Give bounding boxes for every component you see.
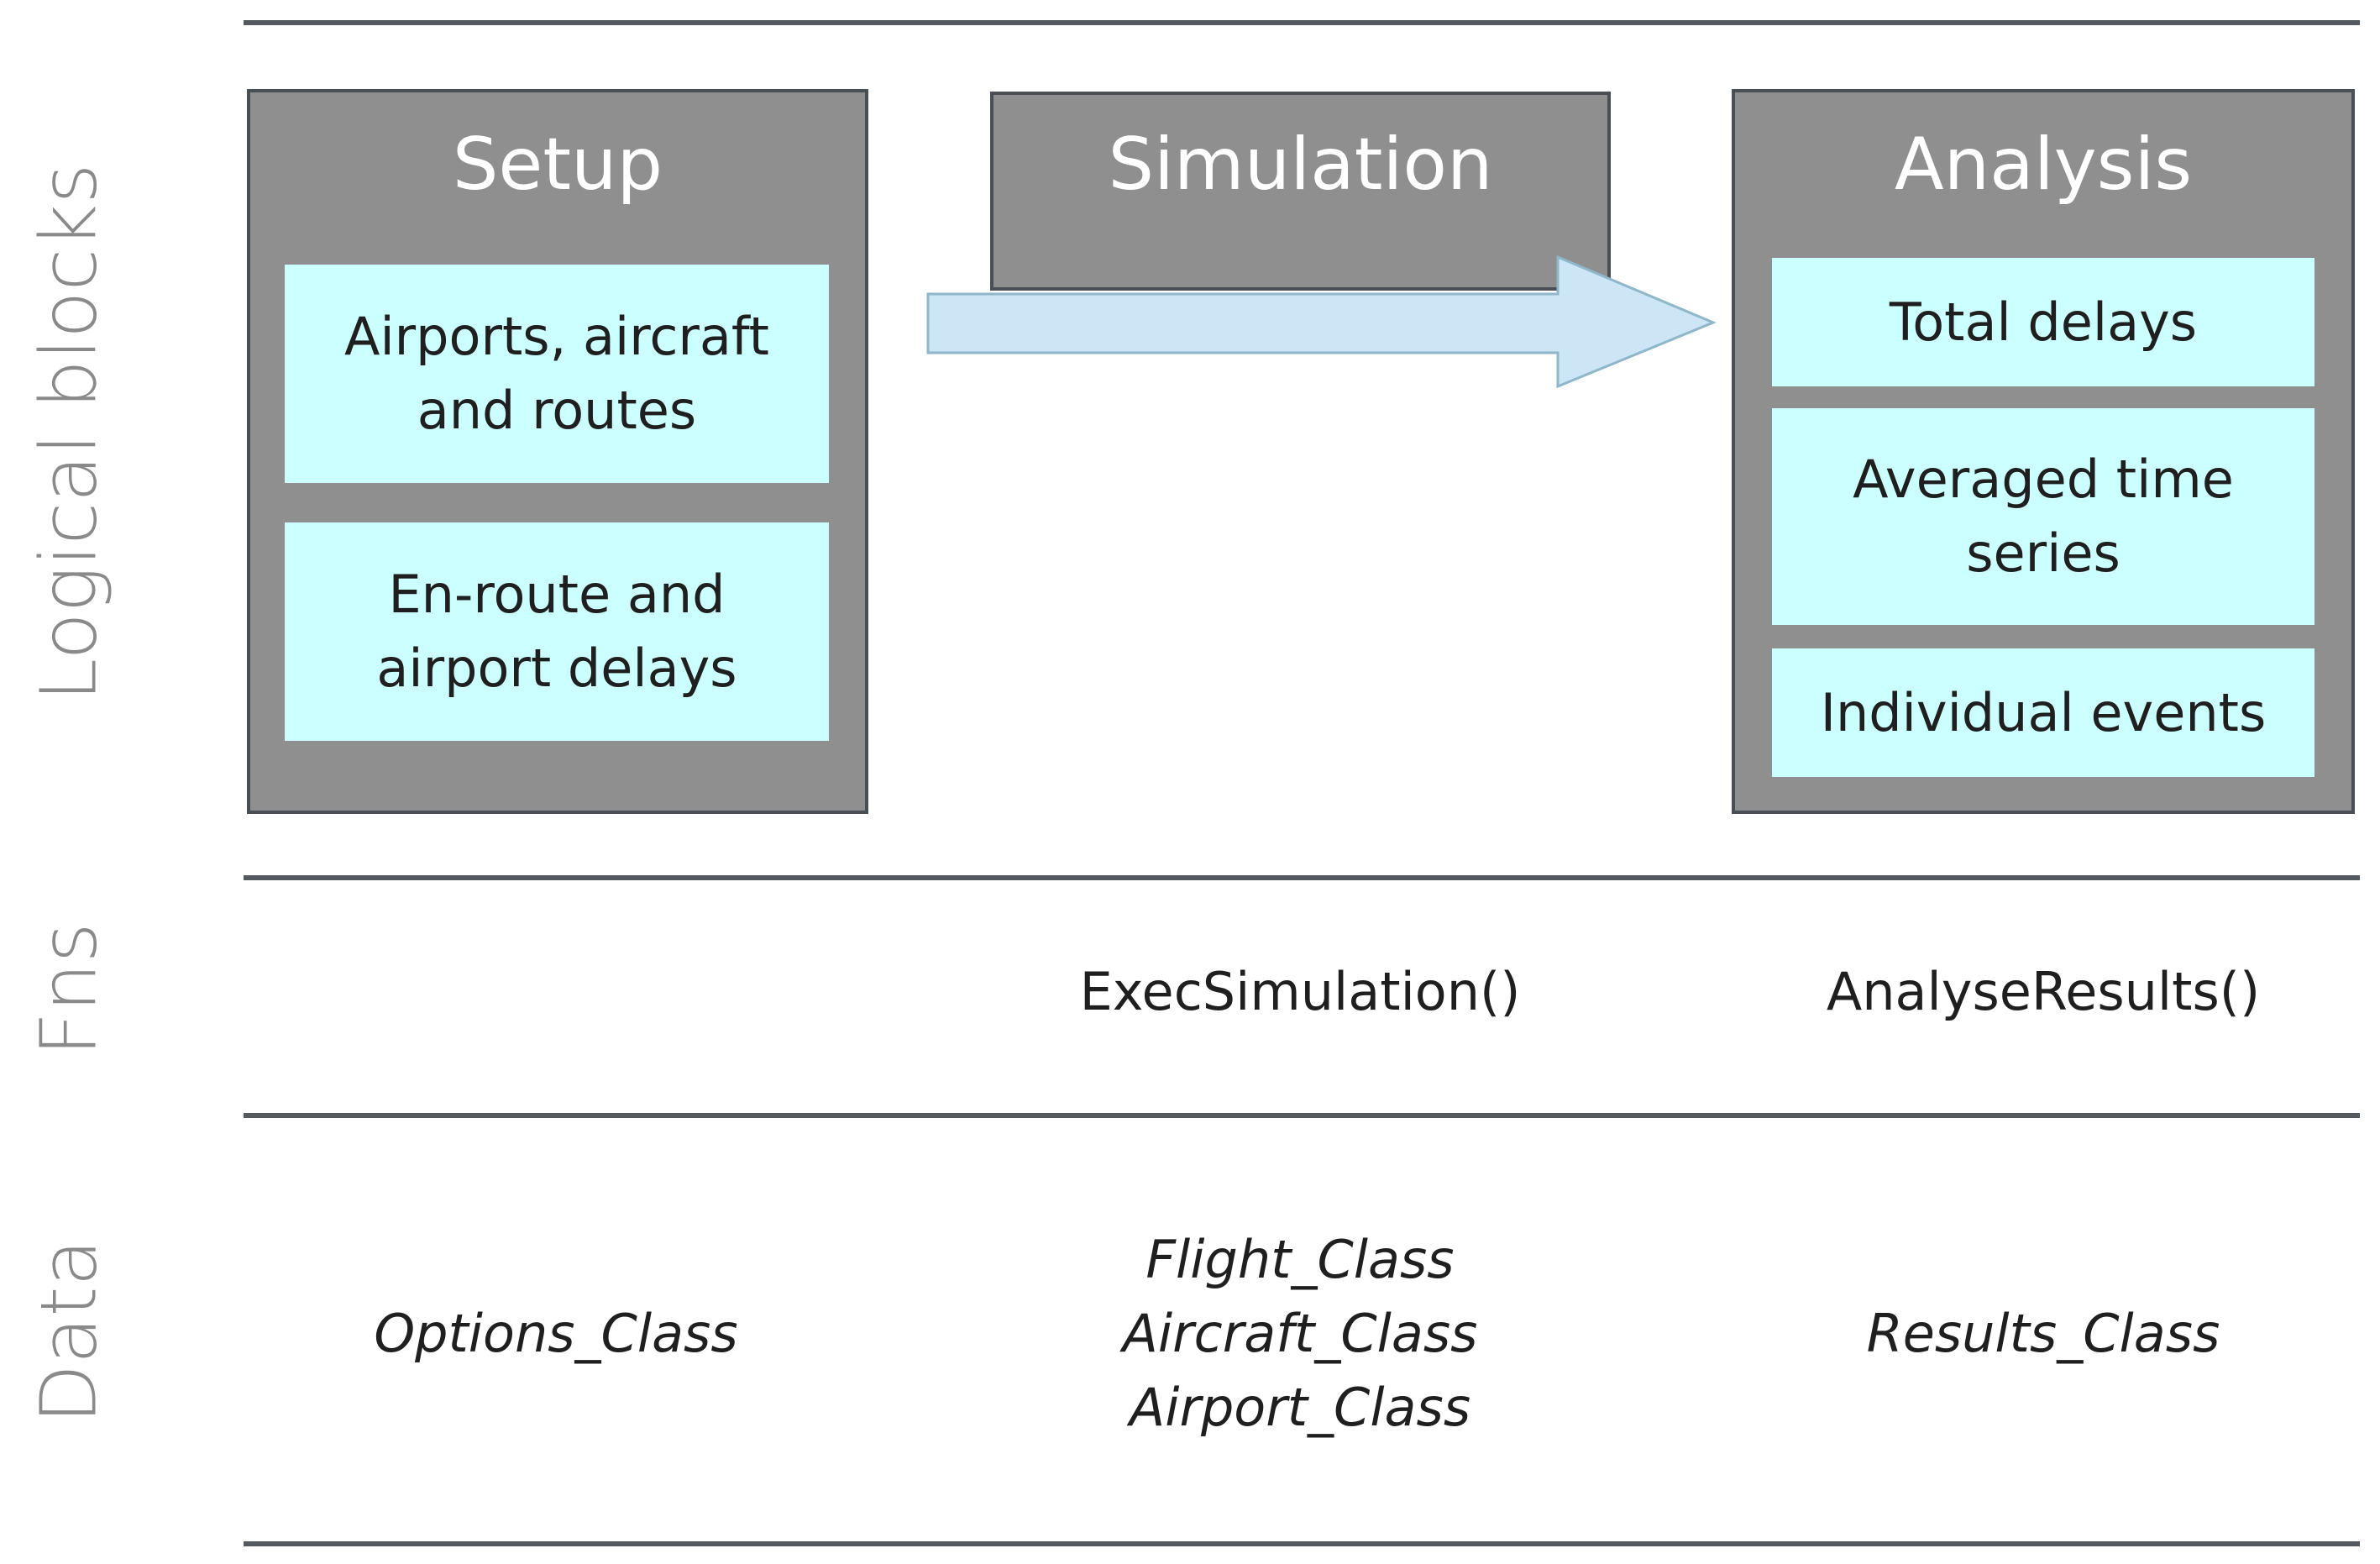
- data-analysis: Results_Class: [1867, 1297, 2220, 1371]
- setup-item-delays-label: En-route and airport delays: [376, 564, 737, 699]
- setup-item-airports-label: Airports, aircraft and routes: [344, 306, 769, 441]
- row-label-data: Data: [24, 1239, 114, 1424]
- fn-analyse-results: AnalyseResults(): [1826, 961, 2261, 1022]
- data-results-class: Results_Class: [1866, 1303, 2220, 1364]
- data-setup: Options_Class: [374, 1297, 737, 1371]
- analysis-item-individual-events: Individual events: [1772, 648, 2314, 777]
- data-options-class: Options_Class: [374, 1303, 738, 1364]
- setup-item-airports: Airports, aircraft and routes: [285, 265, 829, 483]
- flow-arrow-shape: [926, 255, 1717, 389]
- rule-logical-fns: [244, 875, 2360, 880]
- data-airport-class: Airport_Class: [1129, 1377, 1471, 1438]
- analysis-item-total-delays-label: Total delays: [1889, 291, 2198, 353]
- simulation-title: Simulation: [1108, 123, 1493, 207]
- rule-bottom: [244, 1541, 2360, 1546]
- fn-exec-simulation: ExecSimulation(): [1079, 961, 1521, 1022]
- analysis-title: Analysis: [1894, 123, 2193, 207]
- row-label-logical-blocks: Logical blocks: [24, 163, 114, 702]
- analysis-item-averaged-series: Averaged time series: [1772, 408, 2314, 625]
- rule-fns-data: [244, 1113, 2360, 1118]
- analysis-item-individual-events-label: Individual events: [1820, 681, 2267, 743]
- data-simulation: Flight_Class Aircraft_Class Airport_Clas…: [1123, 1223, 1478, 1445]
- analysis-item-averaged-series-label: Averaged time series: [1853, 449, 2234, 584]
- data-aircraft-class: Aircraft_Class: [1122, 1303, 1478, 1364]
- setup-item-delays: En-route and airport delays: [285, 522, 829, 741]
- simulation-block: Simulation: [990, 92, 1611, 291]
- row-label-fns: Fns: [24, 922, 114, 1057]
- setup-title: Setup: [452, 123, 663, 207]
- rule-top: [244, 20, 2360, 25]
- data-flight-class: Flight_Class: [1145, 1229, 1455, 1290]
- analysis-item-total-delays: Total delays: [1772, 258, 2314, 386]
- flow-arrow: [926, 255, 1717, 389]
